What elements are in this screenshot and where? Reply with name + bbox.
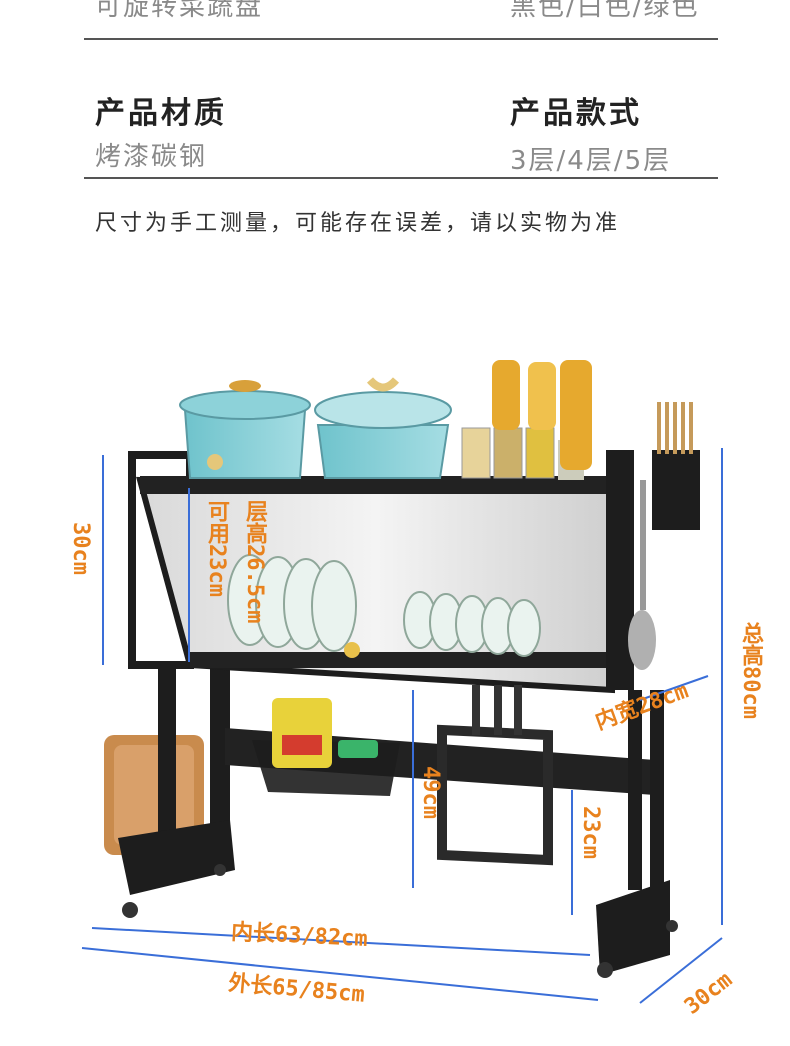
style-value: 3层/4层/5层 [510,146,672,176]
dim-layer-height: 层高26.5cm [242,500,267,624]
material-value: 烤漆碳钢 [95,142,208,172]
material-title: 产品材质 [95,96,227,131]
dimension-lines [81,448,723,1004]
dim-total-height: 总高80cm [738,622,763,719]
divider [84,177,718,179]
style-title: 产品款式 [510,96,642,131]
dim-clear-height: 49cm [418,766,443,819]
spice-jars [461,360,592,480]
spec-top-left-value: 可旋转菜蔬盘 [95,0,264,22]
rack-frame [118,402,700,978]
measurement-note: 尺寸为手工测量，可能存在误差，请以实物为准 [95,211,621,236]
dim-base-height: 23cm [578,806,603,859]
spec-top-right-value: 黑色/白色/绿色 [510,0,700,22]
cookware [179,377,452,479]
dim-usable-height: 可用23cm [204,500,229,597]
dim-left-height: 30cm [68,522,93,575]
divider [84,38,718,40]
dish-rack-illustration [81,360,723,1004]
